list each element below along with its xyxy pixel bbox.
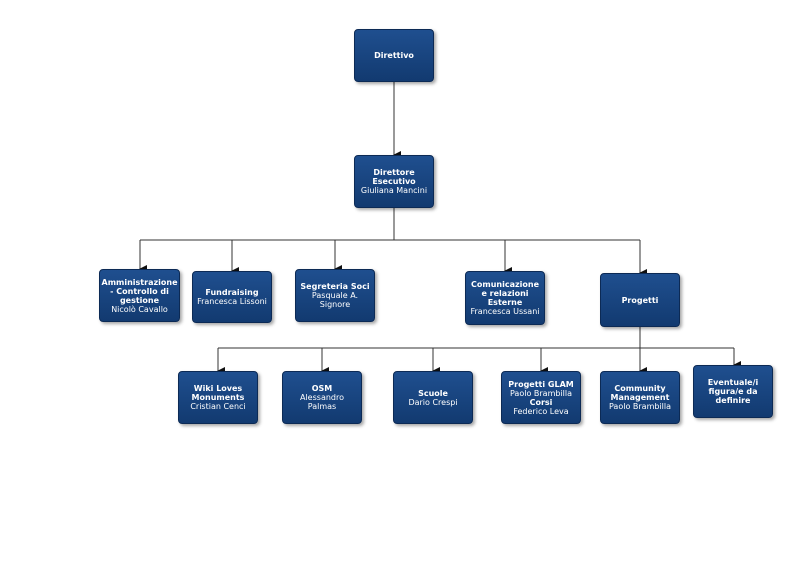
node-title: Eventuale/i figura/e da definire	[707, 378, 759, 405]
node-person: Francesca Lissoni	[197, 297, 267, 306]
node-title: Comunicazione e relazioni Esterne	[471, 280, 539, 307]
node-amministrazione: Amministrazione - Controllo di gestione …	[99, 269, 180, 322]
node-title: Progetti	[621, 295, 659, 305]
node-fundraising: Fundraising Francesca Lissoni	[192, 271, 272, 323]
node-person: Paolo Brambilla	[509, 388, 573, 398]
node-title: Direttivo	[374, 51, 414, 60]
node-title: Segreteria Soci	[300, 282, 370, 291]
node-community-management: Community Management Paolo Brambilla	[600, 371, 680, 424]
node-title-secondary: Corsi	[529, 397, 553, 407]
node-direttore-esecutivo: Direttore Esecutivo Giuliana Mancini	[354, 155, 434, 208]
node-scuole: Scuole Dario Crespi	[393, 371, 473, 424]
node-person: Cristian Cenci	[190, 402, 246, 411]
node-title: Community Management	[610, 384, 670, 402]
node-direttivo: Direttivo	[354, 29, 434, 82]
node-person-secondary: Federico Leva	[513, 406, 569, 416]
node-wiki-loves-monuments: Wiki Loves Monuments Cristian Cenci	[178, 371, 258, 424]
node-osm: OSM Alessandro Palmas	[282, 371, 362, 424]
node-progetti-glam: Progetti GLAM Paolo Brambilla Corsi Fede…	[501, 371, 581, 424]
node-title: Wiki Loves Monuments	[191, 384, 245, 402]
node-title: Direttore Esecutivo	[372, 168, 416, 186]
node-person: Pasquale A. Signore	[311, 291, 359, 309]
node-person: Giuliana Mancini	[360, 186, 428, 195]
node-person: Paolo Brambilla	[608, 402, 672, 411]
node-person: Francesca Ussani	[470, 307, 540, 316]
node-title: OSM	[311, 384, 333, 393]
node-eventuale-figura: Eventuale/i figura/e da definire	[693, 365, 773, 418]
node-person: Nicolò Cavallo	[111, 304, 168, 314]
node-progetti: Progetti	[600, 273, 680, 327]
node-segreteria-soci: Segreteria Soci Pasquale A. Signore	[295, 269, 375, 322]
node-person: Dario Crespi	[408, 397, 458, 407]
node-comunicazione: Comunicazione e relazioni Esterne France…	[465, 271, 545, 325]
node-title: Progetti GLAM	[508, 379, 574, 389]
node-title: Fundraising	[205, 288, 259, 297]
node-person: Alessandro Palmas	[299, 393, 344, 411]
node-title: Scuole	[418, 388, 448, 398]
node-title: Amministrazione - Controllo di gestione	[101, 277, 178, 305]
